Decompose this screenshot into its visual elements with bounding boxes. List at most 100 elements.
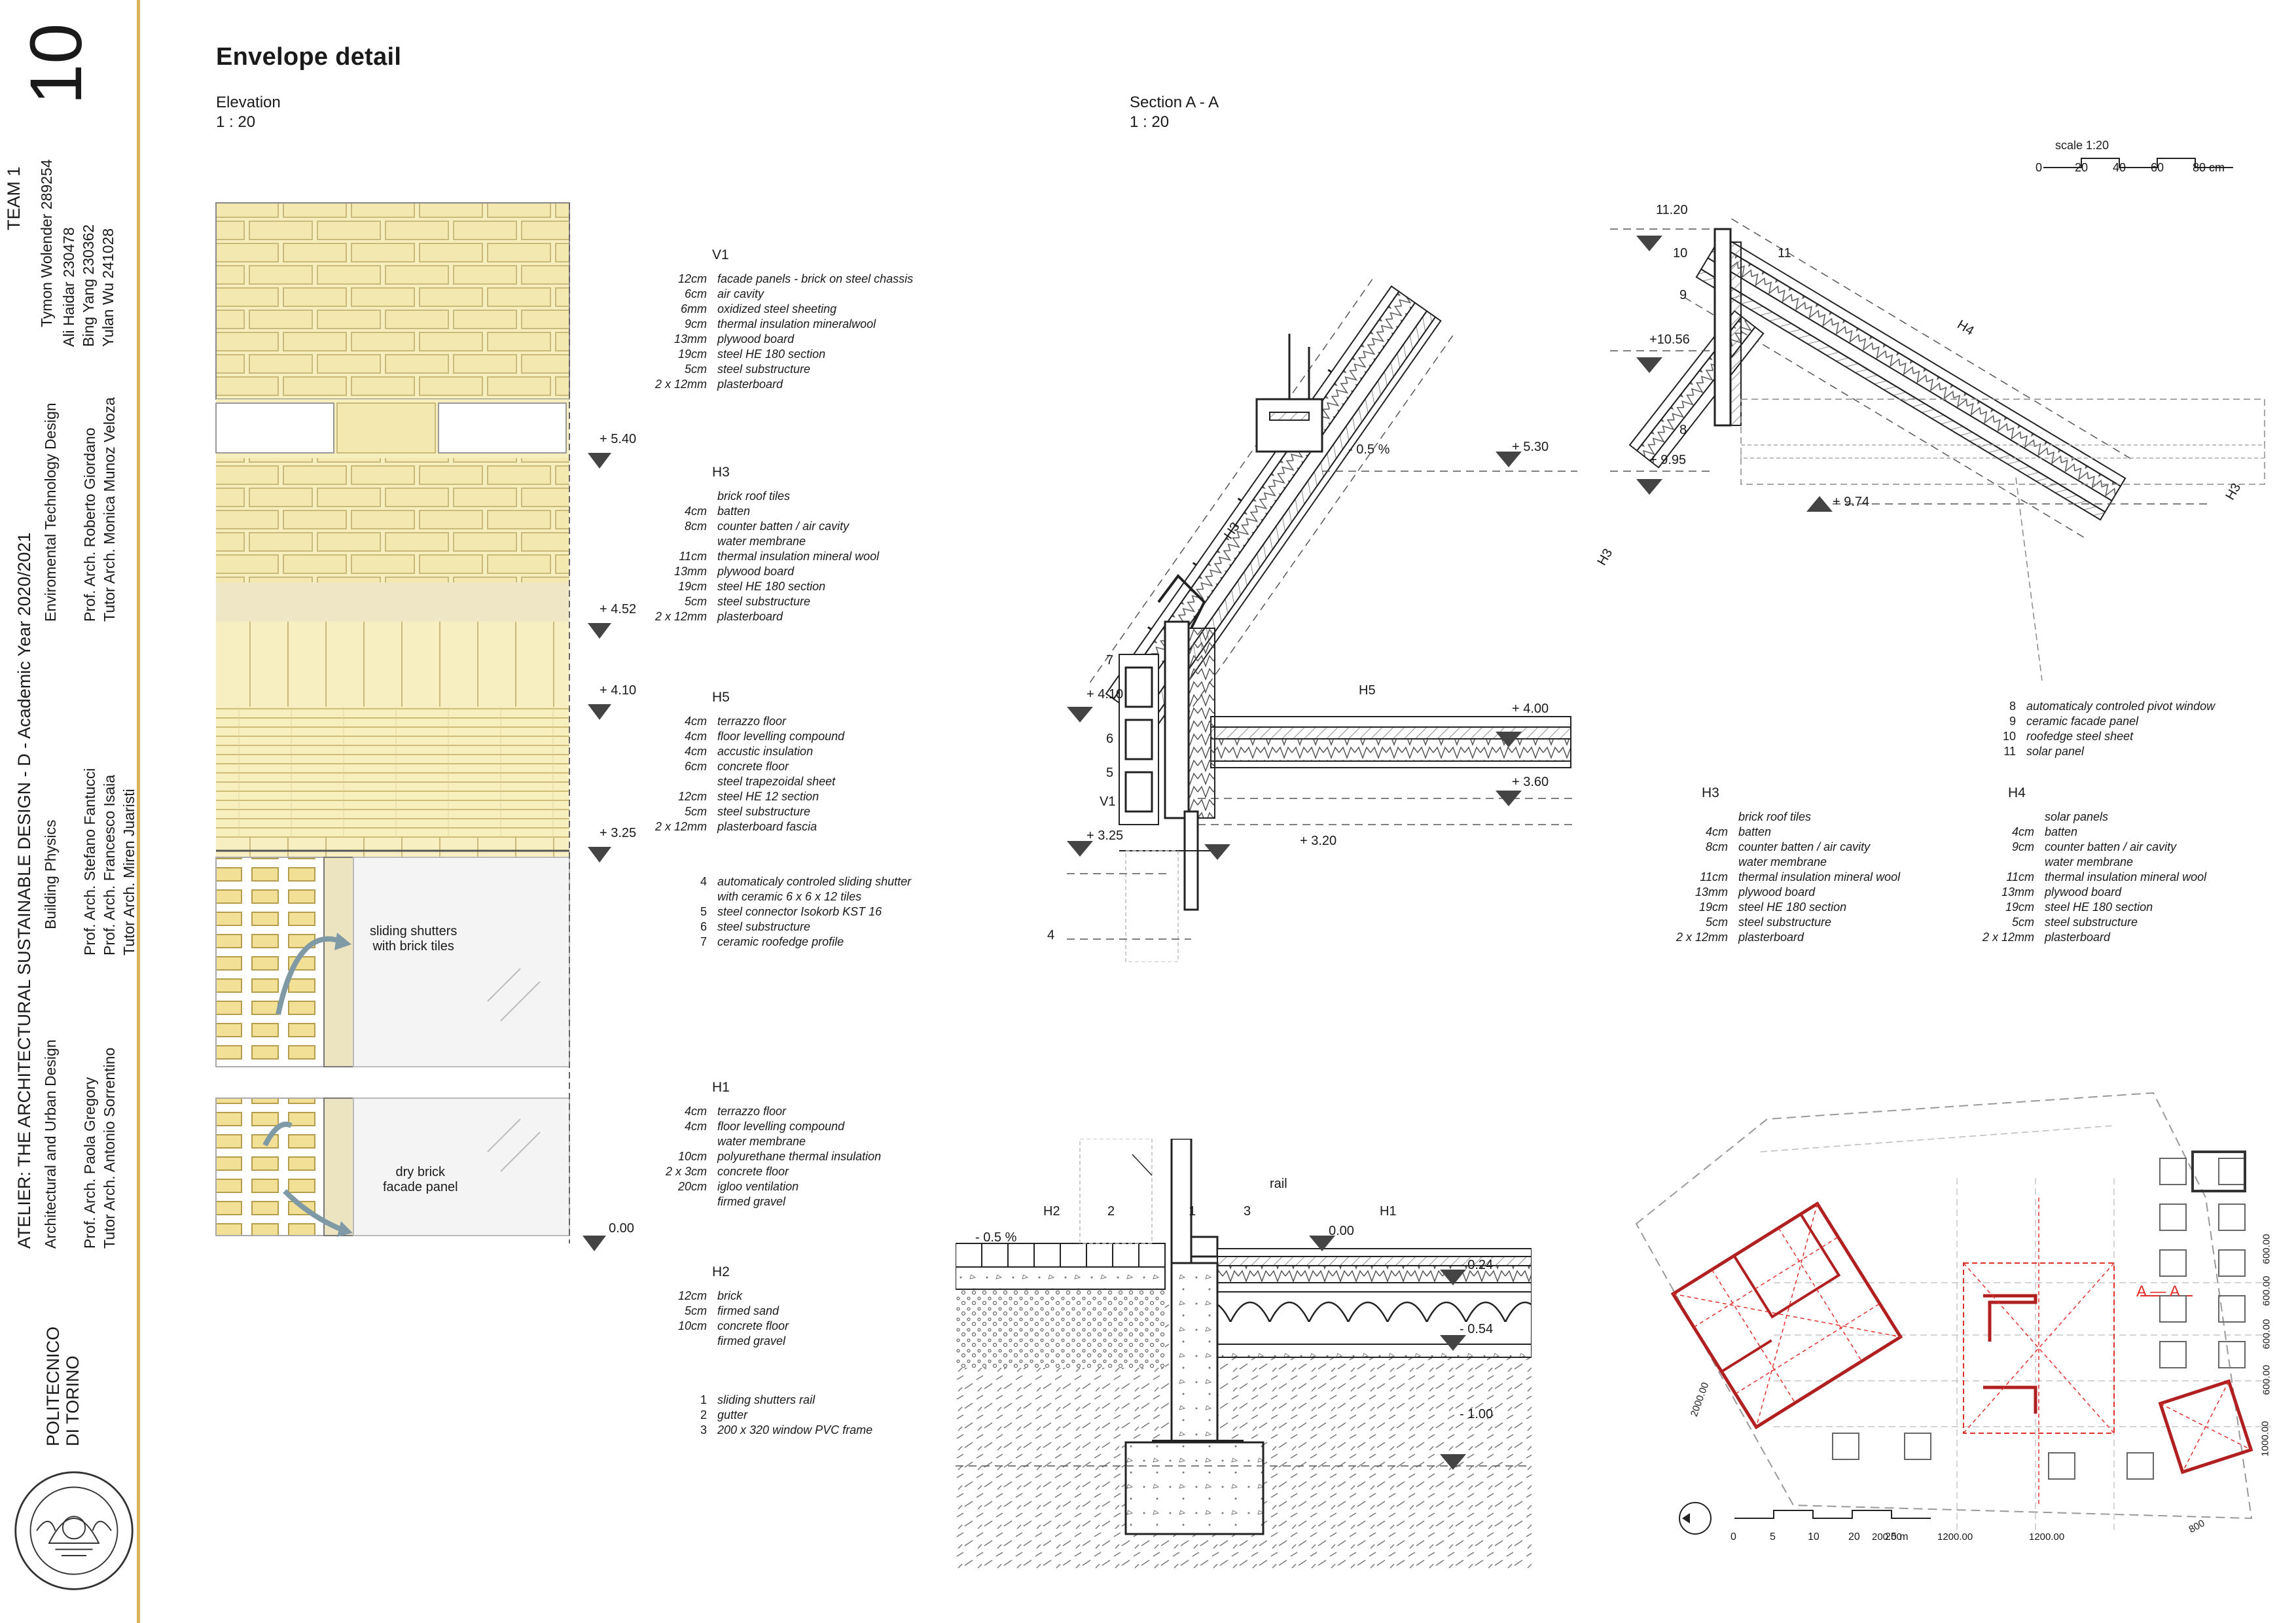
spec-h2-title: H2 <box>712 1264 730 1279</box>
level-5-30: + 5.30 <box>1512 440 1549 454</box>
scale-tick-40: 40 <box>2113 161 2126 174</box>
dim-bottom-1: 200.00 <box>1872 1531 1902 1543</box>
title-strip-divider <box>137 0 140 1623</box>
slope-lower: - 0.5 % <box>975 1230 1017 1245</box>
elevation-scale: 1 : 20 <box>216 113 256 131</box>
callout-dry-brick: dry brick facade panel <box>383 1165 458 1194</box>
team-members-2: Ali Haidar 230478 Bing Yang 230362 Yulan… <box>60 224 117 347</box>
spec-row: water membrane <box>2045 855 2134 868</box>
level-triangle-icon <box>1440 1270 1466 1285</box>
course-building-physics: Building Physics <box>42 819 59 929</box>
level-marker-5-40: + 5.40 <box>600 432 637 446</box>
tag-v1: V1 <box>1100 794 1116 809</box>
callout-sliding-shutters: sliding shutters with brick tiles <box>370 924 457 954</box>
level-triangle-icon <box>588 623 611 639</box>
tag-6: 6 <box>1106 732 1114 746</box>
tag-2: 2 <box>1107 1204 1115 1219</box>
spec-row: brick roof tiles <box>1738 810 1812 823</box>
dim-bottom-3: 1200.00 <box>2029 1531 2065 1543</box>
tag-rail: rail <box>1270 1177 1287 1191</box>
level-marker-3-25: + 3.25 <box>600 826 637 840</box>
level-9-95: + 9.95 <box>1649 453 1687 467</box>
bp-staff: Prof. Arch. Stefano Fantucci Prof. Arch.… <box>81 768 137 955</box>
level-marker-4-10: + 4.10 <box>600 683 637 698</box>
level-triangle-icon <box>1806 496 1833 512</box>
spec-h3-right-title: H3 <box>1702 785 1719 800</box>
site-scale-25: 25 m <box>1885 1531 1909 1543</box>
spec-h3-title: H3 <box>712 465 730 480</box>
level-4-00: + 4.00 <box>1512 702 1549 716</box>
section-mark-label: A — A <box>2136 1283 2180 1300</box>
scale-bar-graphic <box>2043 158 2233 168</box>
level-3-20: + 3.20 <box>1300 834 1337 848</box>
level-triangle-icon <box>588 847 611 863</box>
scale-tick-20: 20 <box>2075 161 2089 174</box>
level-triangle-icon <box>1496 791 1522 806</box>
roof-tag-8: 8 <box>1679 423 1687 437</box>
north-arrow-icon <box>1679 1502 1712 1535</box>
section-label: Section A - A <box>1130 94 1219 111</box>
roof-ridge-drawing <box>1610 218 2265 681</box>
roof-tag-9: 9 <box>1679 288 1687 302</box>
level-triangle-icon <box>1204 844 1230 860</box>
site-scale-0: 0 <box>1731 1531 1736 1543</box>
tag-h1: H1 <box>1380 1204 1397 1219</box>
tag-h5: H5 <box>1359 683 1376 698</box>
dim-bottom-2: 1200.00 <box>1937 1531 1973 1543</box>
section-heading: Section A - A 1 : 20 <box>1130 93 1219 132</box>
section-lower-drawing <box>956 1139 1532 1571</box>
level-triangle-icon <box>588 704 611 720</box>
spec-v1-title: V1 <box>712 247 729 262</box>
urban-staff: Prof. Arch. Paola Gregory Tutor Arch. An… <box>81 1047 118 1249</box>
elevation-label: Elevation <box>216 94 281 111</box>
level-triangle-icon <box>1067 841 1093 857</box>
spec-h4-title: H4 <box>2008 785 2026 800</box>
site-scale-10: 10 <box>1808 1531 1820 1543</box>
env-tech-staff: Prof. Arch. Roberto Giordano Tutor Arch.… <box>81 397 118 622</box>
team-members: Tymon Wolender 289254 <box>38 159 55 327</box>
tag-5: 5 <box>1106 766 1114 780</box>
level-triangle-icon <box>1496 732 1522 747</box>
tag-4: 4 <box>1047 928 1055 942</box>
level-minus-0-54: - 0.54 <box>1460 1322 1494 1336</box>
dim-right-1: 600.00 <box>2261 1234 2272 1264</box>
level-11-20: 11.20 <box>1656 203 1688 217</box>
elevation-heading: Elevation 1 : 20 <box>216 93 281 132</box>
site-scale-5: 5 <box>1770 1531 1776 1543</box>
